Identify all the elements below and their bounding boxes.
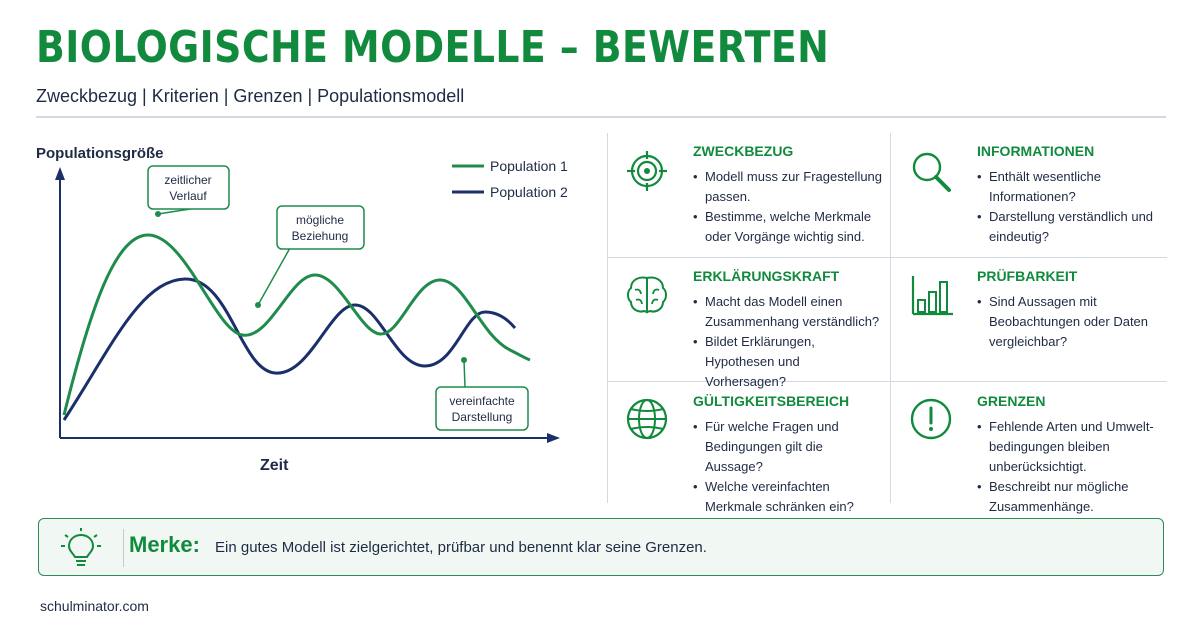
grid-divider-horizontal-2 (607, 381, 1167, 382)
population-1-line (62, 233, 531, 416)
criterion-point: Welche vereinfachten Merkmale schränken … (693, 477, 883, 517)
criterion-point: Bildet Erklärungen, Hypothesen und Vorhe… (693, 332, 883, 392)
criterion-informationen: INFORMATIONEN Enthält wesentliche Inform… (891, 133, 1171, 257)
criterion-title: ERKLÄRUNGSKRAFT (693, 268, 840, 284)
annotation-verlauf-line-2: Verlauf (169, 189, 207, 203)
criterion-gueltigkeitsbereich: GÜLTIGKEITSBEREICH Für welche Fragen und… (607, 383, 887, 514)
annotation-darstellung-dot (461, 357, 467, 363)
criterion-erklaerungskraft: ERKLÄRUNGSKRAFT Macht das Modell einen Z… (607, 258, 887, 389)
y-axis-label: Populationsgröße (36, 145, 164, 162)
criterion-point: Beschreibt nur mögliche Zusammenhänge. (977, 477, 1167, 517)
x-axis-arrow (547, 433, 560, 443)
criterion-point: Enthält wesentliche Informationen? (977, 167, 1167, 207)
brain-icon (627, 276, 667, 314)
grid-divider-vertical (890, 133, 891, 503)
annotation-darstellung-line-2: Darstellung (452, 410, 513, 424)
criterion-points: Sind Aussagen mit Beobachtungen oder Dat… (977, 292, 1167, 352)
annotation-verlauf-box (147, 165, 230, 210)
criterion-points: Enthält wesentliche Informationen? Darst… (977, 167, 1167, 247)
annotation-darstellung-box (435, 386, 529, 431)
criterion-point: Für welche Fragen und Bedingungen gilt d… (693, 417, 883, 477)
legend-population-1: Population 1 (490, 158, 568, 174)
header-divider (36, 116, 1166, 118)
exclamation-icon (910, 398, 952, 440)
annotation-beziehung-line-1: mögliche (296, 213, 344, 227)
annotation-verlauf-dot (155, 211, 161, 217)
criterion-title: GÜLTIGKEITSBEREICH (693, 393, 850, 409)
merke-box: Merke: Ein gutes Modell ist zielgerichte… (38, 518, 1164, 576)
grid-border-left (607, 133, 608, 503)
annotation-darstellung-line-1: vereinfachte (449, 394, 515, 408)
criterion-point: Fehlende Arten und Umwelt-bedingungen bl… (977, 417, 1167, 477)
grid-divider-horizontal-1 (607, 257, 1167, 258)
footer-site: schulminator.com (40, 598, 149, 614)
annotation-beziehung-line-2: Beziehung (292, 229, 349, 243)
merke-label: Merke: (129, 532, 200, 557)
subtitle: Zweckbezug | Kriterien | Grenzen | Popul… (36, 86, 465, 106)
population-chart: Populationsgröße Zeit Population 1 Popul… (36, 145, 568, 474)
y-axis-arrow (55, 167, 65, 180)
population-2-line (62, 277, 517, 421)
criterion-point: Macht das Modell einen Zusammenhang vers… (693, 292, 883, 332)
criterion-points: Modell muss zur Fragestellung passen. Be… (693, 167, 883, 247)
annotation-beziehung-dot (255, 302, 261, 308)
x-axis-label: Zeit (260, 457, 289, 474)
magnifier-icon (912, 152, 951, 192)
criterion-point: Sind Aussagen mit Beobachtungen oder Dat… (977, 292, 1167, 352)
target-icon (627, 151, 667, 191)
criterion-title: GRENZEN (977, 393, 1046, 409)
criterion-pruefbarkeit: PRÜFBARKEIT Sind Aussagen mit Beobachtun… (891, 258, 1171, 382)
annotation-beziehung-pointer (257, 247, 291, 306)
annotation-verlauf-line-1: zeitlicher (164, 173, 211, 187)
merke-text: Ein gutes Modell ist zielgerichtet, prüf… (215, 539, 707, 556)
criterion-points: Für welche Fragen und Bedingungen gilt d… (693, 417, 883, 517)
page-title: BIOLOGISCHE MODELLE – BEWERTEN (36, 22, 830, 73)
annotation-darstellung-pointer (463, 359, 466, 388)
globe-icon (626, 398, 668, 440)
criterion-title: ZWECKBEZUG (693, 143, 794, 159)
annotation-beziehung-box (276, 205, 365, 250)
criterion-zweckbezug: ZWECKBEZUG Modell muss zur Fragestellung… (607, 133, 887, 257)
criteria-grid: ZWECKBEZUG Modell muss zur Fragestellung… (607, 133, 1167, 514)
criterion-points: Fehlende Arten und Umwelt-bedingungen bl… (977, 417, 1167, 517)
criterion-point: Darstellung verständlich und eindeutig? (977, 207, 1167, 247)
annotation-verlauf-pointer (157, 208, 191, 215)
merke-separator (123, 529, 124, 567)
criterion-points: Macht das Modell einen Zusammenhang vers… (693, 292, 883, 392)
criterion-grenzen: GRENZEN Fehlende Arten und Umwelt-beding… (891, 383, 1171, 514)
criterion-point: Bestimme, welche Merkmale oder Vorgänge … (693, 207, 883, 247)
criterion-title: PRÜFBARKEIT (977, 268, 1078, 284)
criterion-title: INFORMATIONEN (977, 143, 1095, 159)
legend-population-2: Population 2 (490, 184, 568, 200)
criterion-point: Modell muss zur Fragestellung passen. (693, 167, 883, 207)
lightbulb-icon (61, 528, 101, 566)
bar-chart-icon (911, 276, 953, 316)
